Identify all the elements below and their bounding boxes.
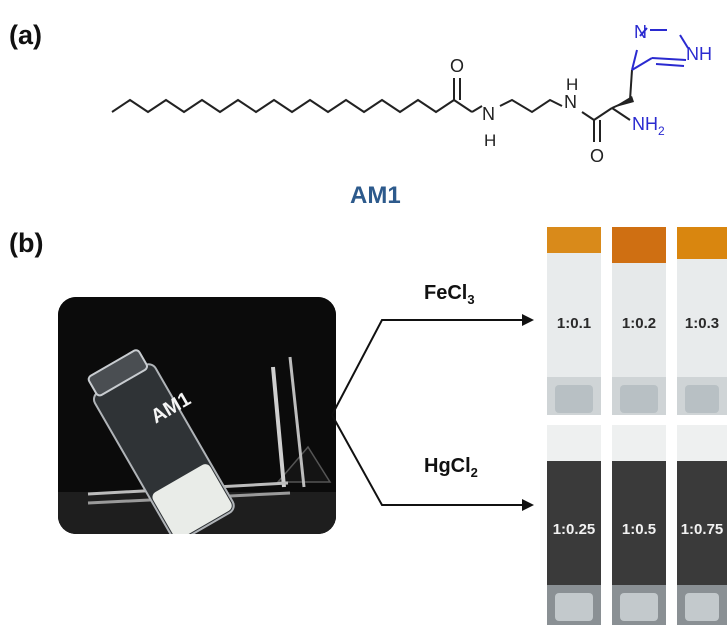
arrow-head-hgcl2 [522, 499, 534, 511]
ratio-hg-1: 1:0.25 [552, 521, 596, 538]
amide-n-1: N [482, 104, 495, 124]
vial-hg-1: 1:0.25 [547, 425, 601, 625]
panel-label-b: (b) [9, 228, 44, 258]
gel-vial-illustration [58, 297, 336, 534]
vial-hg-3: 1:0.75 [677, 425, 727, 625]
vial-fe-2: 1:0.2 [612, 227, 666, 415]
stereo-wedge [612, 96, 634, 108]
amide-h-1: H [484, 131, 496, 150]
ratio-hg-2: 1:0.5 [621, 521, 657, 538]
ratio-fe-1: 1:0.1 [556, 315, 592, 332]
compound-label: AM1 [350, 182, 401, 209]
vial-fe-1: 1:0.1 [547, 227, 601, 415]
amide-h-2: H [566, 75, 578, 94]
carbonyl-o-1: O [450, 56, 464, 76]
amide-n-2: N [564, 92, 577, 112]
reagent-hgcl2: HgCl2 [424, 455, 478, 480]
ratio-hg-3: 1:0.75 [680, 521, 724, 538]
alkyl-chain [111, 98, 473, 114]
ratio-fe-2: 1:0.2 [621, 315, 657, 332]
amide-linker [453, 69, 633, 142]
amine-nh2: NH2 [632, 114, 665, 138]
imidazole-nh: NH [686, 44, 712, 64]
am1-gel-photo: AM1 [58, 297, 336, 534]
am1-chemical-structure: O N H N H O N NH NH2 [111, 22, 712, 166]
reagent-fecl3: FeCl3 [424, 282, 475, 307]
ratio-fe-3: 1:0.3 [684, 315, 720, 332]
vial-fe-3: 1:0.3 [677, 227, 727, 415]
panel-label-a: (a) [9, 20, 42, 50]
vial-hg-2: 1:0.5 [612, 425, 666, 625]
imidazole-ring [631, 27, 689, 71]
carbonyl-o-2: O [590, 146, 604, 166]
arrow-head-fecl3 [522, 314, 534, 326]
imidazole-n: N [634, 22, 647, 42]
